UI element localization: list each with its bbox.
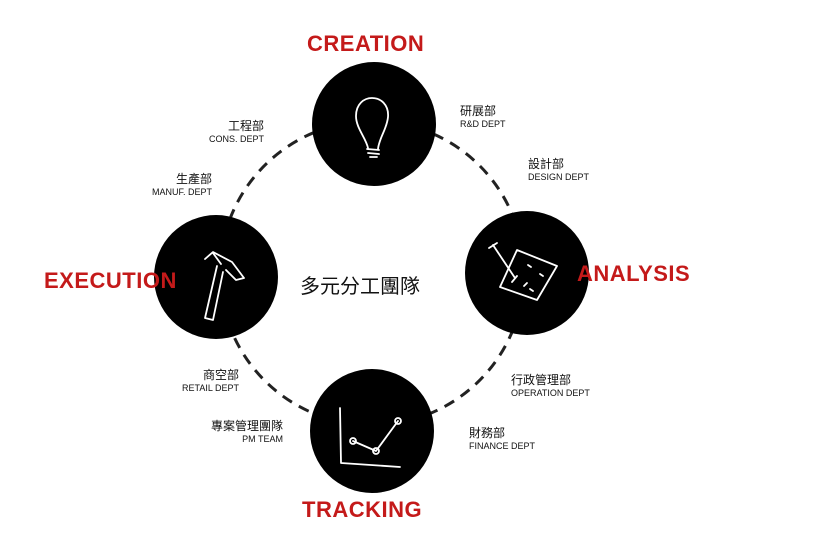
dept-pm-zh: 專案管理團隊	[210, 419, 283, 433]
document-pen-icon	[488, 242, 558, 301]
center-title: 多元分工團隊	[300, 274, 420, 298]
phase-label-analysis: ANALYSIS	[577, 261, 691, 286]
creation-node	[312, 62, 436, 186]
dept-operation-en: OPERATION DEPT	[511, 387, 590, 398]
dept-cons-zh: 工程部	[227, 119, 264, 133]
dept-finance-zh: 財務部	[469, 426, 506, 440]
dept-rd: 研展部 R&D DEPT	[460, 104, 506, 129]
dept-design-en: DESIGN DEPT	[528, 171, 590, 182]
dept-retail: 商空部 RETAIL DEPT	[181, 368, 239, 393]
dept-retail-zh: 商空部	[202, 368, 239, 382]
dept-cons: 工程部 CONS. DEPT	[208, 119, 264, 144]
dept-operation: 行政管理部 OPERATION DEPT	[511, 373, 590, 398]
phase-label-creation: CREATION	[307, 31, 425, 56]
hammer-icon	[204, 251, 245, 321]
dept-retail-en: RETAIL DEPT	[181, 382, 239, 393]
dept-finance-en: FINANCE DEPT	[469, 440, 536, 451]
line-graph-icon	[339, 407, 402, 468]
lightbulb-icon	[355, 97, 389, 158]
dept-operation-zh: 行政管理部	[511, 373, 572, 387]
analysis-node	[465, 211, 589, 335]
phase-label-tracking: TRACKING	[302, 497, 423, 522]
dept-rd-zh: 研展部	[460, 104, 497, 118]
dept-pm-en: PM TEAM	[242, 433, 283, 444]
execution-node	[154, 215, 278, 339]
dept-manuf-en: MANUF. DEPT	[151, 186, 212, 197]
dept-manuf: 生產部 MANUF. DEPT	[151, 172, 212, 197]
dept-finance: 財務部 FINANCE DEPT	[469, 426, 536, 451]
dept-cons-en: CONS. DEPT	[208, 133, 264, 144]
dept-design: 設計部 DESIGN DEPT	[528, 157, 590, 182]
tracking-node	[310, 369, 434, 493]
dept-rd-en: R&D DEPT	[460, 118, 506, 129]
phase-label-execution: EXECUTION	[44, 268, 177, 293]
dept-manuf-zh: 生產部	[175, 172, 212, 186]
dept-pm: 專案管理團隊 PM TEAM	[210, 419, 283, 444]
dept-design-zh: 設計部	[528, 157, 565, 171]
